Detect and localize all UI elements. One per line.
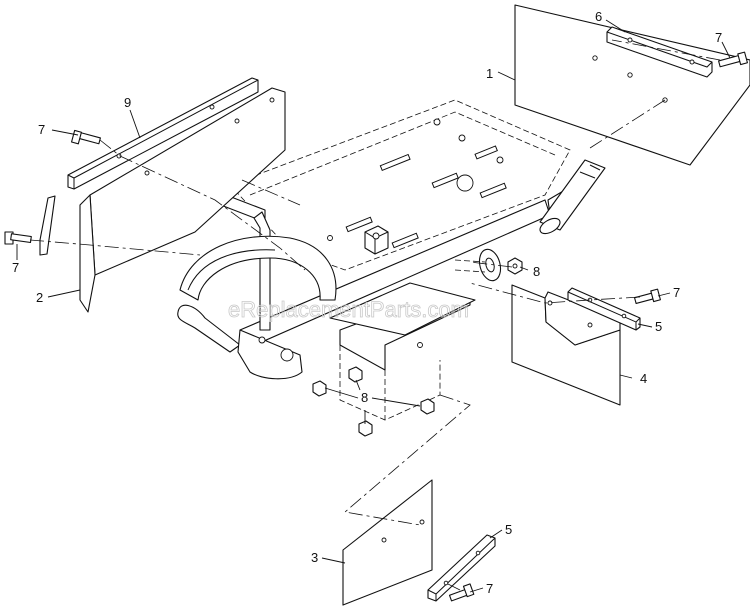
nut-1: [312, 380, 327, 397]
bolt-left: [4, 231, 32, 245]
callout-7-bottom: 7: [486, 581, 493, 596]
callout-4: 4: [640, 371, 647, 386]
part-6-strip: [606, 26, 713, 78]
assembly-lines: [29, 39, 721, 591]
belt-guard: [177, 235, 337, 380]
nut-4: [358, 420, 373, 437]
callout-9: 9: [124, 95, 131, 110]
callout-8-nuts: 8: [361, 390, 368, 405]
callout-7-left: 7: [12, 260, 19, 275]
bolt-upper-right: [718, 51, 748, 68]
lower-bracket: [329, 282, 476, 421]
part-4-panel: [511, 284, 621, 406]
washer-plate: [39, 195, 56, 256]
callout-7-upper-left: 7: [38, 122, 45, 137]
part-3-panel: [342, 479, 433, 606]
callout-7-top-right: 7: [715, 30, 722, 45]
part-2-panel: [79, 87, 286, 313]
bolt-right-middle: [634, 288, 661, 305]
part-9-strip: [67, 77, 259, 190]
bolt-bottom: [448, 583, 475, 602]
watermark: eReplacementParts.com: [228, 297, 469, 322]
callout-labels: 1 6 7 9 7 7 2 8 7 5 4 8 3 5 7: [12, 9, 722, 596]
nut-wheel: [507, 257, 523, 275]
part-5-strip-bottom: [427, 534, 496, 602]
nut-3: [420, 398, 435, 415]
callout-5-bottom: 5: [505, 522, 512, 537]
wheel: [454, 248, 502, 282]
part-5-strip-right: [567, 287, 641, 331]
right-tube: [539, 159, 606, 235]
callout-5-right: 5: [655, 319, 662, 334]
callout-3: 3: [311, 550, 318, 565]
nut-2: [348, 366, 363, 383]
callout-2: 2: [36, 290, 43, 305]
callout-6: 6: [595, 9, 602, 24]
callout-1: 1: [486, 66, 493, 81]
callout-8-wheel: 8: [533, 264, 540, 279]
part-1-panel: [514, 4, 750, 166]
leader-lines: [16, 19, 731, 593]
callout-7-right: 7: [673, 285, 680, 300]
bolt-upper-left: [70, 129, 101, 145]
